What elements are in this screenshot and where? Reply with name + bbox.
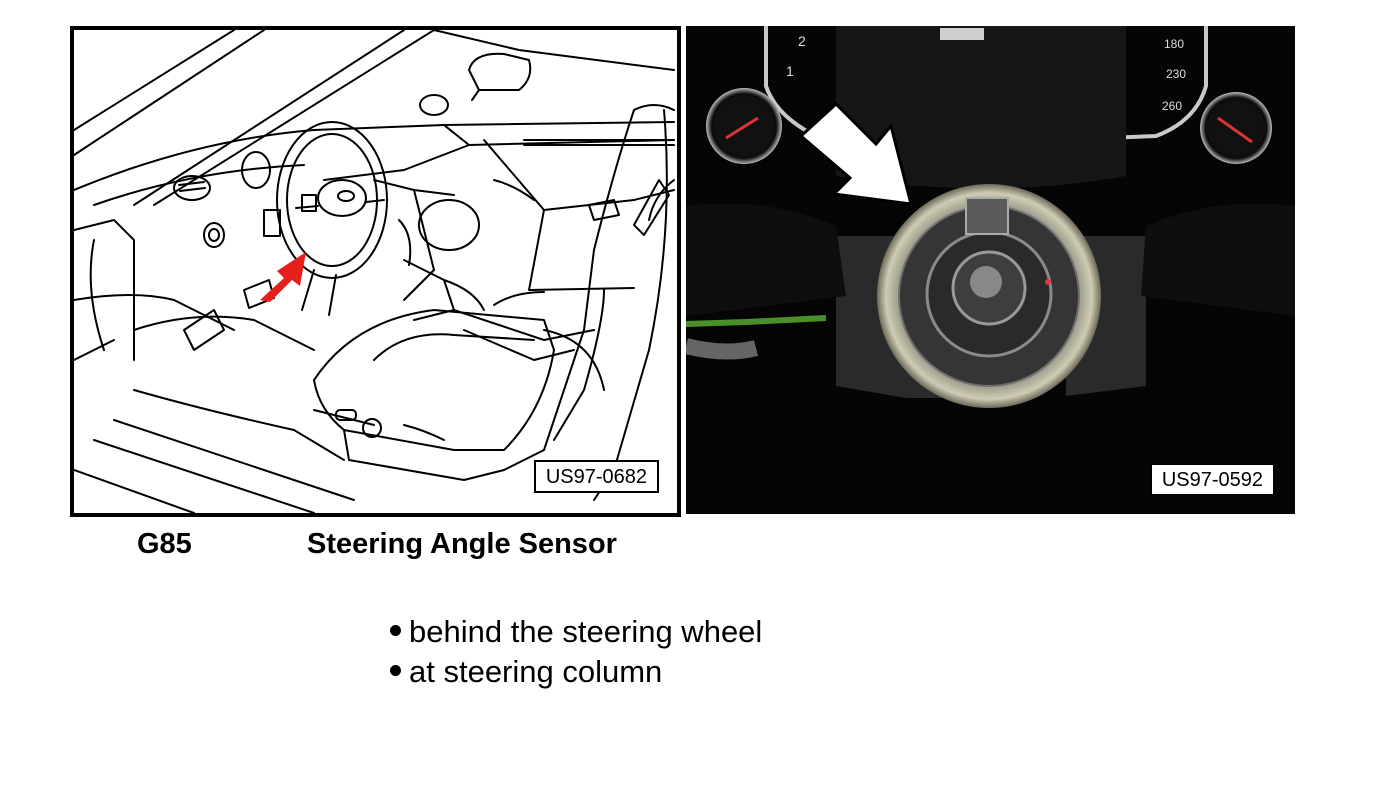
interior-illustration: US97-0682 (70, 26, 681, 517)
list-item: behind the steering wheel (390, 612, 762, 652)
svg-text:260: 260 (1162, 99, 1182, 113)
svg-text:230: 230 (1166, 67, 1186, 81)
component-name: Steering Angle Sensor (307, 528, 617, 560)
location-list: behind the steering wheel at steering co… (390, 612, 762, 692)
location-arrow-icon (260, 252, 306, 302)
list-item: at steering column (390, 652, 762, 692)
sensor-photo: 2 1 180 230 260 US97-0592 (686, 26, 1295, 514)
location-arrow-icon (798, 101, 914, 206)
figure-reference-left: US97-0682 (533, 460, 659, 493)
car-interior-drawing (74, 30, 675, 513)
component-code: G85 (137, 528, 192, 560)
bullet-icon (390, 625, 401, 637)
figure-reference-right: US97-0592 (1149, 463, 1275, 496)
svg-text:180: 180 (1164, 37, 1184, 51)
steering-column-photo: 2 1 180 230 260 (686, 26, 1295, 408)
bullet-icon (390, 665, 401, 677)
location-text: at steering column (409, 654, 663, 689)
svg-text:1: 1 (786, 63, 794, 79)
location-text: behind the steering wheel (409, 614, 763, 649)
svg-text:2: 2 (798, 33, 806, 49)
